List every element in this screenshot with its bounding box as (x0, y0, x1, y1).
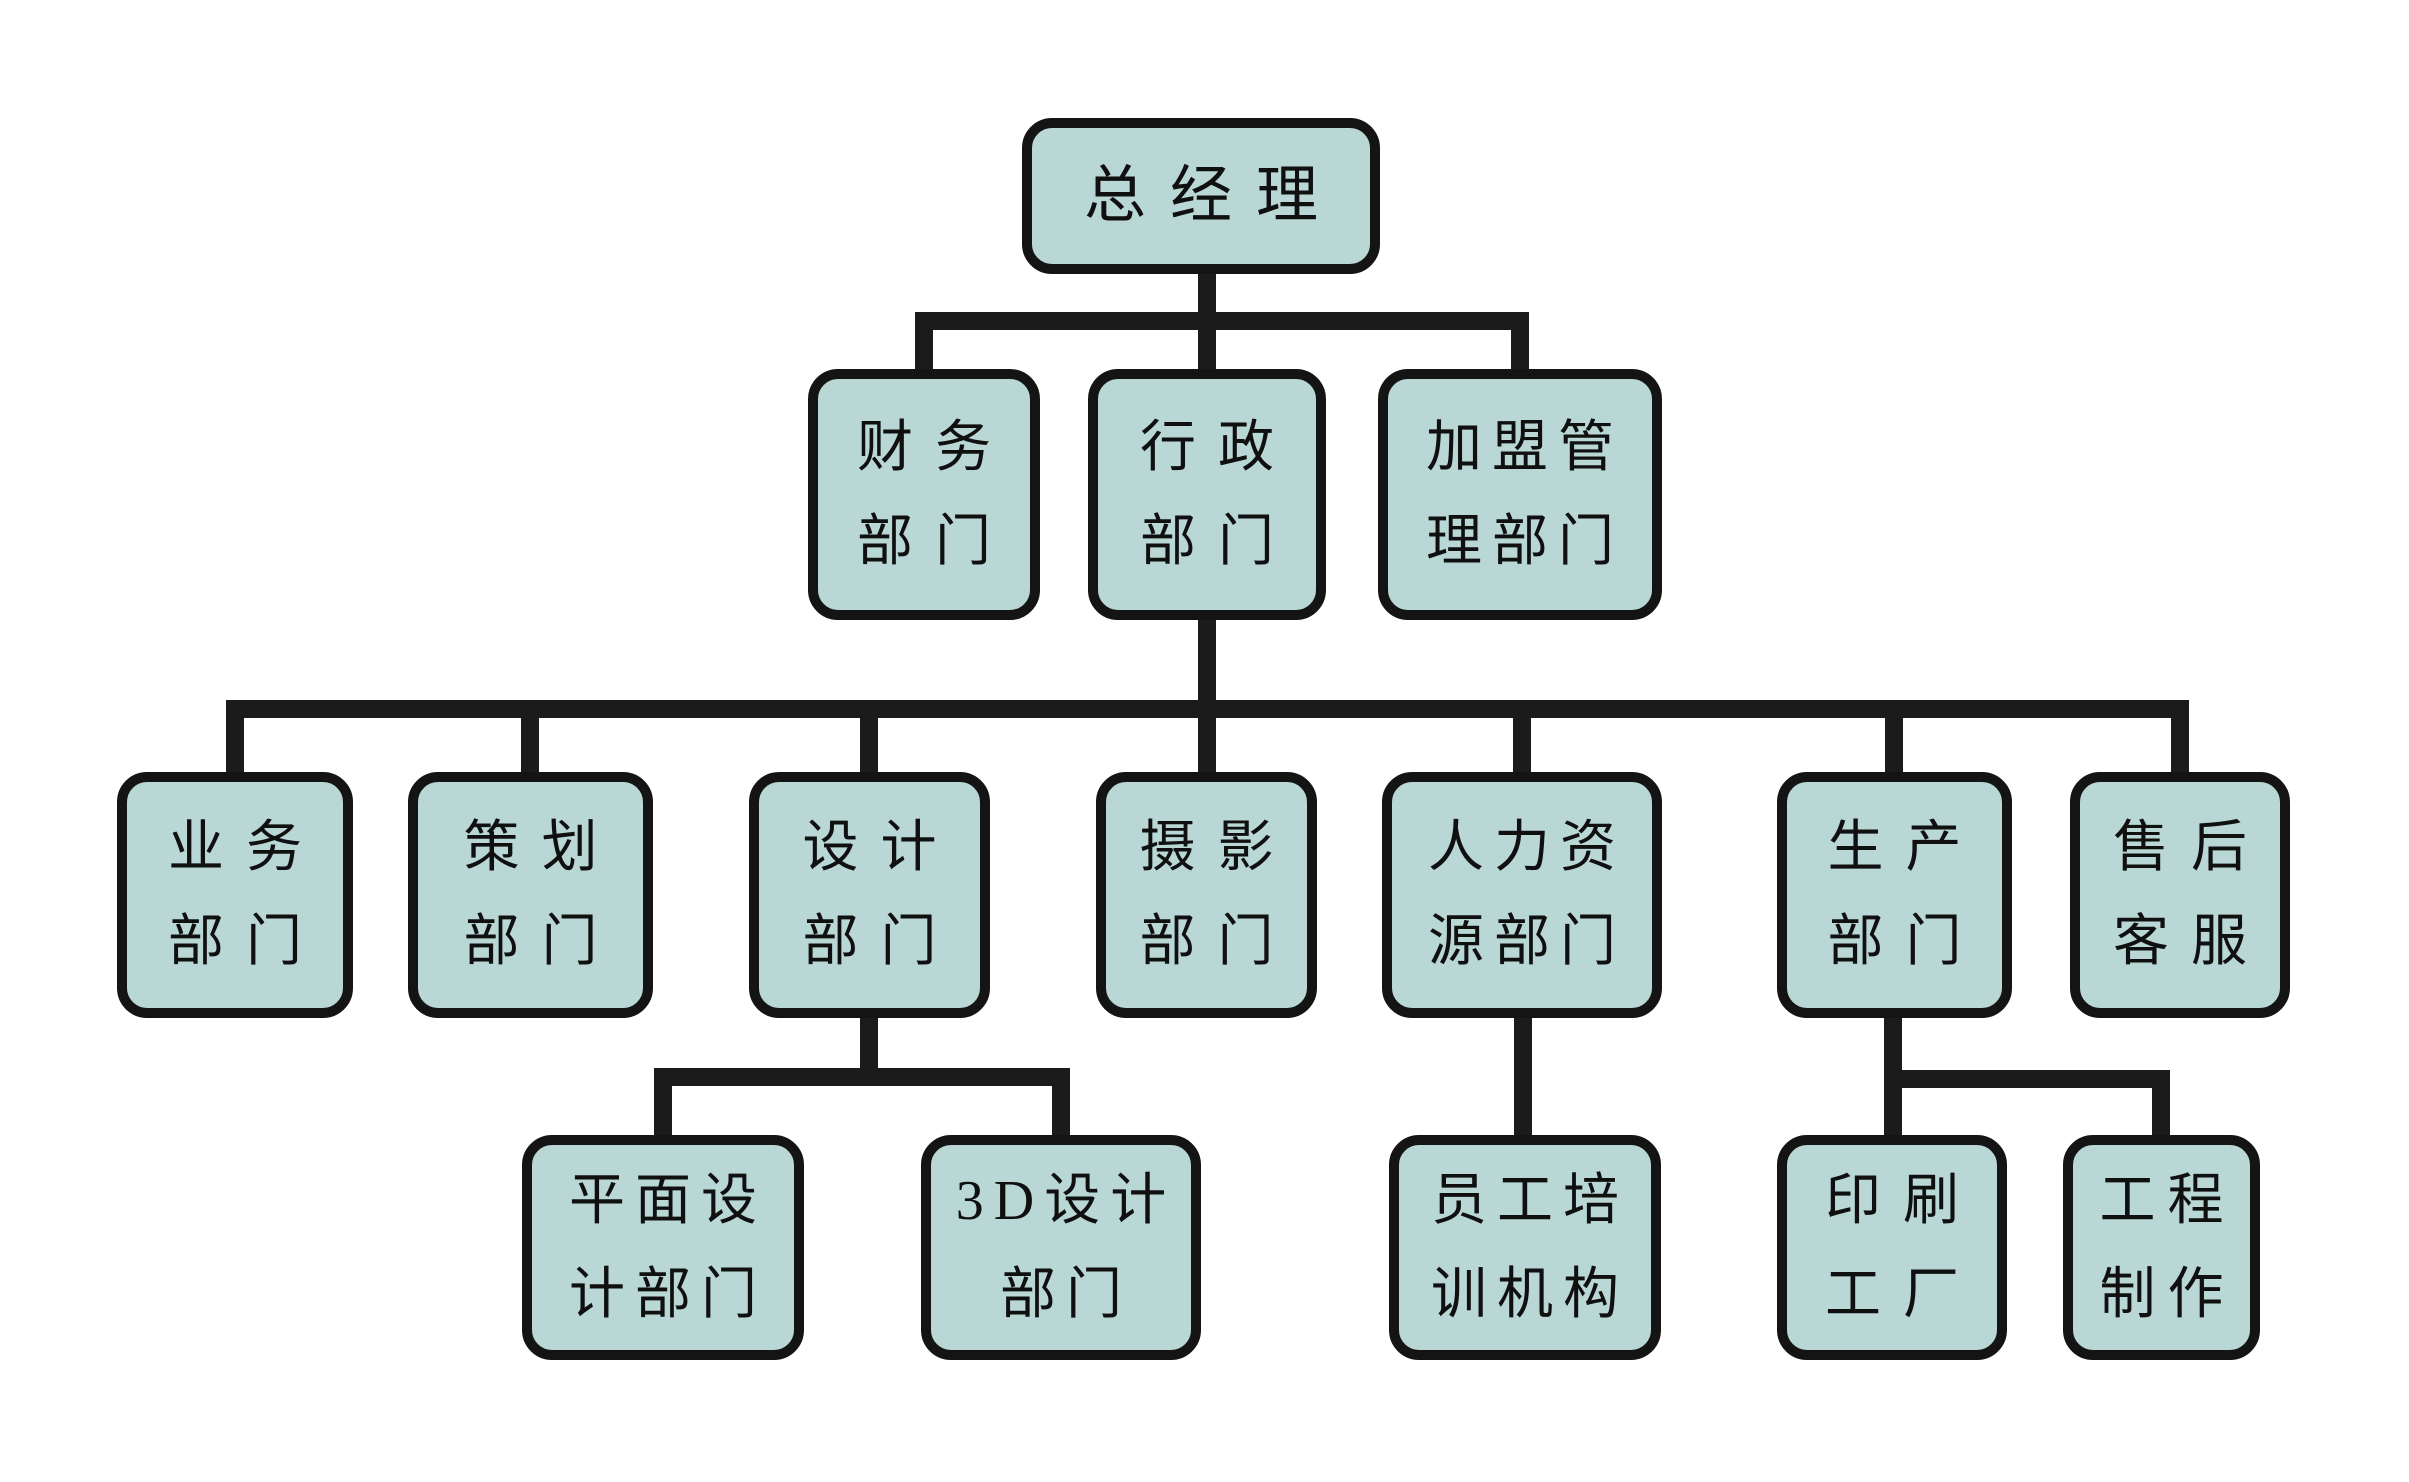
node-label-line2: 部门 (1827, 911, 1984, 973)
connector-hr-stem (1514, 1014, 1532, 1138)
connector-design-rail (654, 1068, 1070, 1086)
node-label-line2: 部门 (857, 510, 1013, 573)
node-label-line2: 客服 (2113, 911, 2269, 973)
node-planning: 策划 部门 (408, 772, 653, 1018)
connector-rail-design (860, 700, 878, 776)
connector-rail-production (1885, 700, 1903, 776)
node-label-line2: 部门 (1139, 911, 1296, 973)
node-label-line1: 财务 (857, 416, 1013, 479)
node-label-line1: 印刷 (1825, 1169, 1981, 1232)
node-printing-factory: 印刷 工厂 (1777, 1135, 2007, 1360)
node-3d-design: 3D设计 部门 (921, 1135, 1201, 1360)
node-business: 业务 部门 (117, 772, 353, 1018)
connector-rail-3d-design (1052, 1068, 1070, 1138)
node-engineering: 工程 制作 (2063, 1135, 2260, 1360)
connector-rail-engineering (2152, 1070, 2170, 1138)
node-finance: 财务 部门 (808, 369, 1040, 620)
node-label-line2: 部门 (1140, 510, 1296, 573)
connector-rail-franchise (1511, 312, 1529, 374)
node-label-line1: 行政 (1140, 416, 1296, 479)
node-general-manager: 总经理 (1022, 118, 1380, 274)
node-label-line2: 部门 (463, 911, 620, 973)
connector-admin-rail (226, 700, 2189, 718)
connector-rail-after-sales (2171, 700, 2189, 776)
connector-production-rail (1884, 1070, 2170, 1088)
connector-rail-graphic-design (654, 1068, 672, 1138)
node-label-line1: 设计 (802, 817, 959, 879)
node-label-line2: 制作 (2099, 1263, 2236, 1326)
node-label-line2: 计部门 (569, 1263, 767, 1326)
node-label: 总经理 (1083, 162, 1342, 230)
connector-rail-hr (1513, 700, 1531, 776)
connector-rail-business (226, 700, 244, 776)
node-label-line1: 加盟管 (1426, 416, 1624, 479)
node-label-line1: 人力资 (1428, 817, 1626, 879)
node-label-line1: 平面设 (569, 1169, 767, 1232)
node-label-line2: 理部门 (1426, 510, 1624, 573)
node-label-line2: 部门 (802, 911, 959, 973)
node-hr: 人力资 源部门 (1382, 772, 1662, 1018)
connector-rail-planning (521, 700, 539, 776)
node-label-line1: 业务 (168, 817, 324, 879)
node-label-line2: 部门 (168, 911, 324, 973)
node-label-line2: 工厂 (1825, 1263, 1981, 1326)
node-franchise: 加盟管 理部门 (1378, 369, 1662, 620)
node-label-line2: 训机构 (1431, 1263, 1629, 1326)
connector-gm-rail (915, 312, 1529, 330)
node-after-sales: 售后 客服 (2070, 772, 2290, 1018)
connector-admin-stem (1198, 616, 1216, 778)
node-production: 生产 部门 (1777, 772, 2012, 1018)
node-admin: 行政 部门 (1088, 369, 1326, 620)
node-label-line1: 生产 (1827, 817, 1984, 879)
node-staff-training: 员工培 训机构 (1389, 1135, 1661, 1360)
node-graphic-design: 平面设 计部门 (522, 1135, 804, 1360)
node-label-line1: 员工培 (1431, 1169, 1629, 1232)
node-design: 设计 部门 (749, 772, 990, 1018)
node-label-line1: 摄影 (1139, 817, 1296, 879)
node-label-line2: 源部门 (1428, 911, 1626, 973)
connector-rail-finance (915, 312, 933, 374)
node-label-line1: 工程 (2099, 1169, 2236, 1232)
node-label-line1: 策划 (463, 817, 620, 879)
node-label-line1: 3D设计 (955, 1169, 1177, 1232)
node-photography: 摄影 部门 (1096, 772, 1317, 1018)
node-label-line2: 部门 (1000, 1263, 1132, 1326)
node-label-line1: 售后 (2113, 817, 2269, 879)
